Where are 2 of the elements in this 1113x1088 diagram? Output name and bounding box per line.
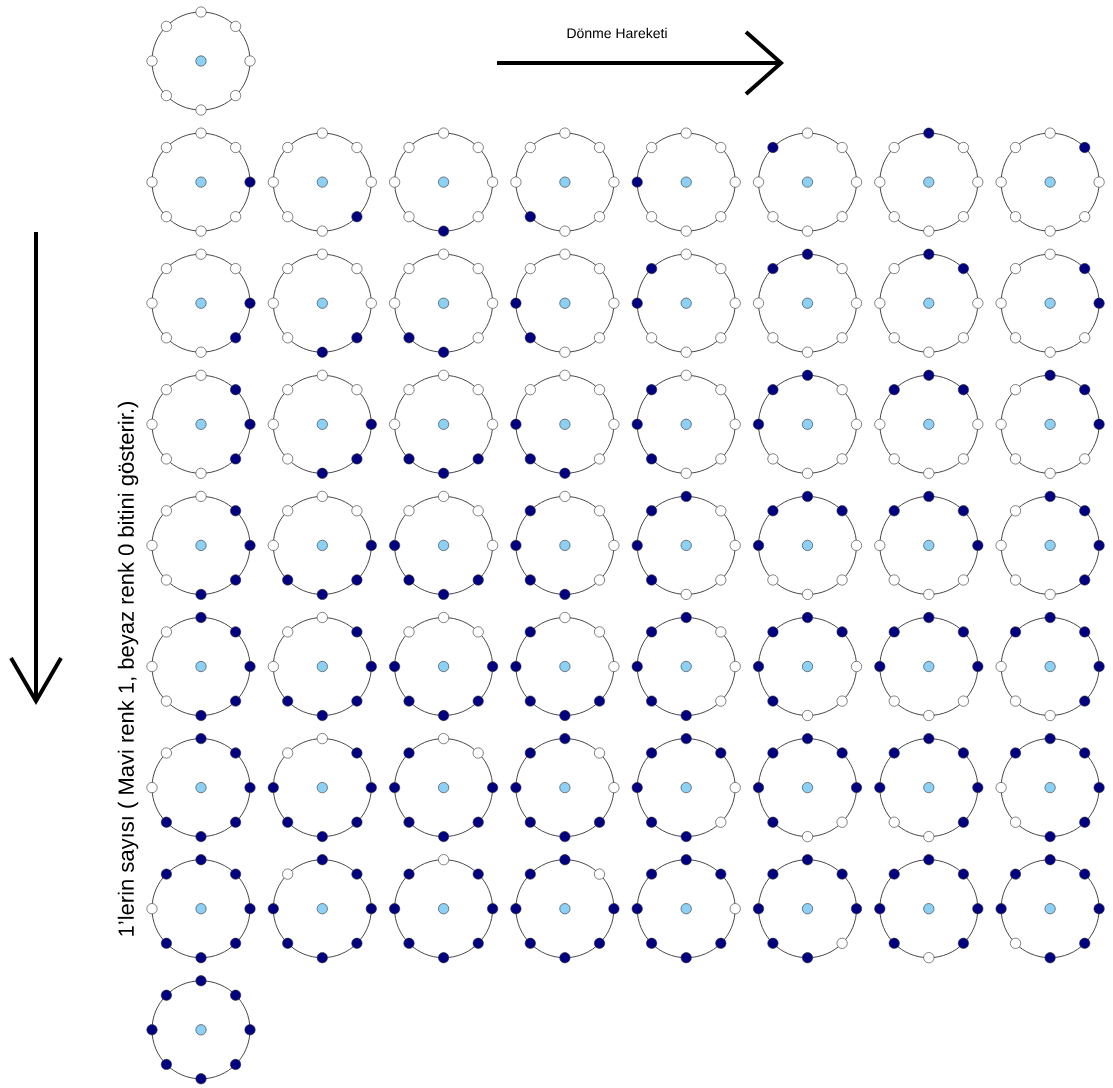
axis-label: 1’lerin sayısı ( Mavi renk 1, beyaz renk 0 bitini gösterir.)	[117, 402, 139, 936]
axis-label: Dönme Hareketi	[567, 27, 667, 39]
